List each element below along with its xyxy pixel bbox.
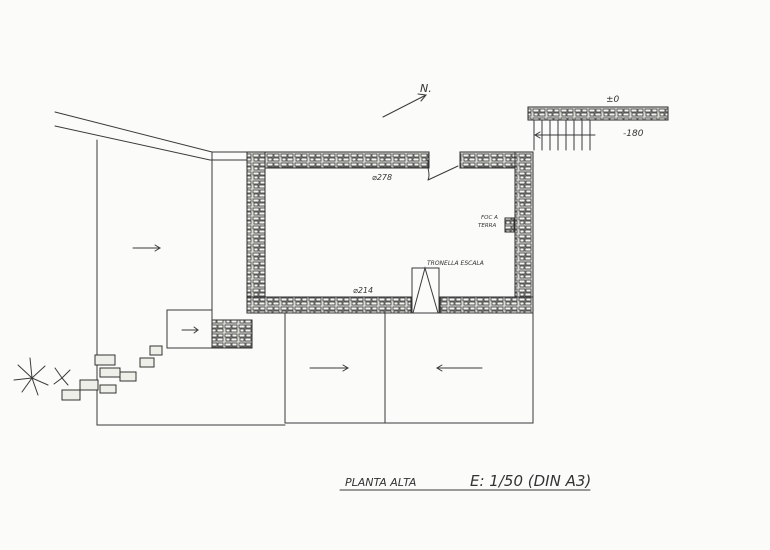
north-arrow-icon — [382, 93, 427, 118]
garden-stones — [61, 345, 163, 401]
lower-space-right — [384, 312, 534, 424]
small-box — [166, 309, 213, 349]
level-stair: -180 — [623, 129, 644, 139]
fireplace-label-2: TERRA — [478, 223, 496, 229]
fireplace-label-1: FOC A — [481, 215, 498, 221]
north-label: N. — [420, 82, 432, 95]
stone-walls — [246, 151, 534, 314]
dimension-top: ⌀278 — [372, 173, 392, 182]
stone-wall-step — [211, 319, 253, 349]
level-top: ±0 — [606, 95, 620, 105]
direction-arrow-lower-right — [436, 364, 483, 372]
plant-icon — [13, 357, 71, 396]
fireplace — [504, 217, 515, 233]
direction-arrow-small-box — [181, 326, 199, 334]
door[interactable] — [427, 159, 459, 181]
exterior-stair — [533, 119, 596, 151]
direction-arrow-left-area — [132, 244, 161, 252]
neighbour-outline — [54, 111, 286, 426]
scale-label: E: 1/50 (DIN A3) — [470, 472, 591, 490]
drawing-title: PLANTA ALTA — [345, 476, 416, 489]
terrace-wall — [527, 106, 669, 121]
stair-hatch-label: TRONELLA ESCALA — [427, 260, 484, 267]
stair-hatch — [411, 266, 440, 314]
dimension-bottom: ⌀214 — [353, 286, 373, 295]
direction-arrow-lower-left — [309, 364, 349, 372]
